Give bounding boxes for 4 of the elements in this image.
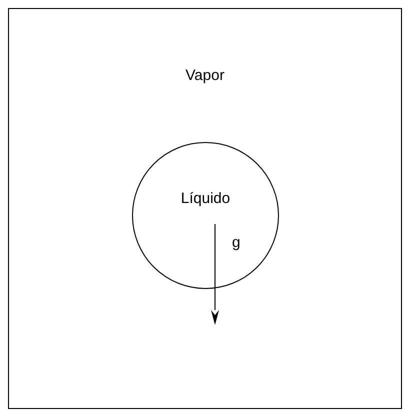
gravity-label: g xyxy=(232,233,240,253)
node-label: Vapor xyxy=(186,67,224,84)
vapor-region-box xyxy=(8,8,402,409)
node-label: Líquido xyxy=(180,190,230,207)
